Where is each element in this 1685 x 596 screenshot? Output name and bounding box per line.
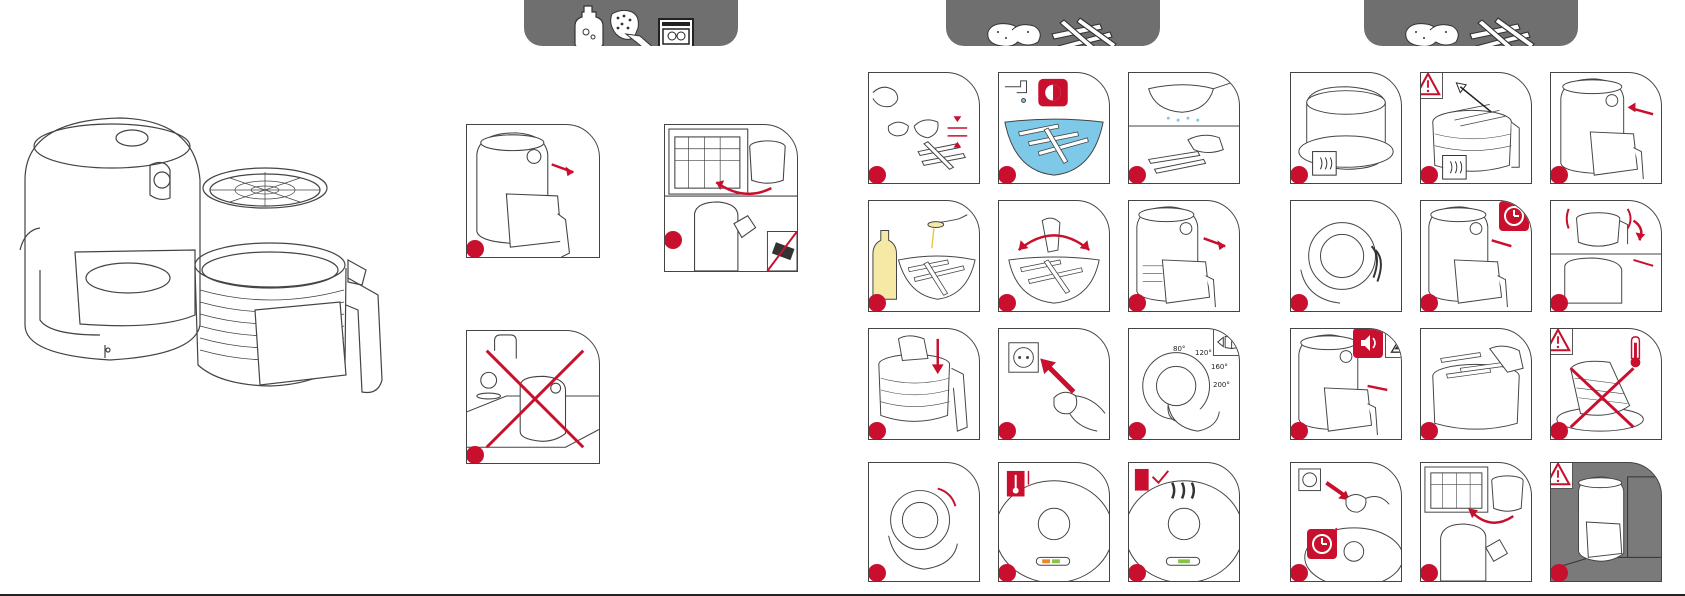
dishwasher-illustration — [665, 125, 797, 271]
dial-label-80: 80° — [1173, 345, 1185, 353]
cook-step-unplug-cool — [1290, 462, 1402, 582]
step-badge — [1550, 294, 1568, 312]
step-badge — [998, 294, 1016, 312]
prep-step-soak-in-water — [998, 72, 1110, 184]
prep-step-add-oil — [868, 200, 980, 312]
hourglass-icon — [1385, 328, 1402, 358]
cleaning-step-dishwasher-no-abrasive — [664, 124, 798, 272]
mix-illustration — [999, 201, 1109, 311]
step-badge — [466, 240, 484, 258]
cleaning-step-no-water-immersion — [466, 330, 600, 464]
sound-icon — [1353, 328, 1383, 358]
air-fryer-overview — [10, 110, 410, 430]
cook-step-open-drawer-timer — [1420, 200, 1532, 312]
hot-base-illustration — [1291, 73, 1401, 183]
cook-step-do-not-turn-upside-down — [1550, 328, 1662, 440]
step-badge — [868, 166, 886, 184]
prep-step-open-drawer — [1128, 200, 1240, 312]
timer-dial-illustration — [869, 463, 979, 581]
cook-step-shake-basket — [1550, 200, 1662, 312]
plug-in-illustration — [999, 329, 1109, 439]
dishwasher-illustration — [1421, 463, 1531, 581]
dial-label-200: 200° — [1213, 381, 1230, 389]
prep-step-peel-and-cut-potatoes — [868, 72, 980, 184]
cook-step-hot-basket-warning — [1420, 72, 1532, 184]
step-badge — [1128, 294, 1146, 312]
warning-icon — [1550, 328, 1573, 355]
step-badge — [1420, 294, 1438, 312]
cook-step-store-away — [1550, 462, 1662, 582]
prep-step-plug-in — [998, 328, 1110, 440]
fries-icon — [1468, 16, 1538, 46]
timer-icon — [1307, 529, 1337, 559]
shake-basket-illustration — [1551, 201, 1661, 311]
cook-step-beep-and-remove — [1290, 328, 1402, 440]
cooking-header-tab — [1364, 0, 1578, 46]
step-badge — [664, 231, 682, 249]
warning-icon — [1420, 72, 1443, 99]
step-badge — [1290, 564, 1308, 582]
prep-step-place-fries-in-basket — [868, 328, 980, 440]
prep-step-mix-fries — [998, 200, 1110, 312]
step-badge — [998, 166, 1016, 184]
heating-illustration — [999, 463, 1109, 581]
fresh-fries-header-tab — [946, 0, 1160, 46]
cook-step-dishwasher — [1420, 462, 1532, 582]
step-badge — [1550, 422, 1568, 440]
dishwasher-icon — [658, 18, 694, 46]
cook-step-set-timer — [1290, 200, 1402, 312]
set-timer-illustration — [1291, 201, 1401, 311]
add-oil-illustration — [869, 201, 979, 311]
potato-icon — [1402, 18, 1462, 46]
detergent-bottle-icon — [572, 4, 606, 46]
cleaning-header-tab — [524, 0, 738, 46]
prep-step-turn-timer — [868, 462, 980, 582]
no-water-illustration — [467, 331, 599, 463]
step-badge — [868, 422, 886, 440]
unplug-illustration — [1291, 463, 1401, 581]
cook-step-serve-fries — [1420, 328, 1532, 440]
step-badge — [1128, 422, 1146, 440]
step-badge — [998, 564, 1016, 582]
step-badge — [1290, 294, 1308, 312]
fries-icon — [1050, 16, 1120, 46]
sponge-icon — [606, 6, 656, 46]
step-badge — [1290, 422, 1308, 440]
step-badge — [998, 422, 1016, 440]
open-drawer-illustration — [1129, 201, 1239, 311]
soak-illustration — [999, 73, 1109, 183]
step-badge — [466, 446, 484, 464]
step-badge — [1128, 166, 1146, 184]
warning-icon — [1550, 462, 1573, 489]
step-badge — [1420, 564, 1438, 582]
cook-step-hot-base — [1290, 72, 1402, 184]
step-badge — [1420, 166, 1438, 184]
step-badge — [1550, 564, 1568, 582]
prep-step-ready-light — [1128, 462, 1240, 582]
drain-dry-illustration — [1129, 73, 1239, 183]
open-drawer-illustration — [467, 125, 599, 257]
cleaning-step-open-drawer — [466, 124, 600, 258]
ready-illustration — [1129, 463, 1239, 581]
prep-step-set-temperature: 80° 120° 160° 200° — [1128, 328, 1240, 440]
peel-cut-illustration — [869, 73, 979, 183]
step-badge — [868, 294, 886, 312]
prep-step-drain-and-dry — [1128, 72, 1240, 184]
prep-step-heating-light — [998, 462, 1110, 582]
timer-icon — [1499, 201, 1529, 231]
step-badge — [1128, 564, 1146, 582]
place-fries-illustration — [869, 329, 979, 439]
step-badge — [1420, 422, 1438, 440]
dial-label-160: 160° — [1211, 363, 1228, 371]
serve-fries-illustration — [1421, 329, 1531, 439]
cook-step-insert-drawer — [1550, 72, 1662, 184]
step-badge — [1550, 166, 1568, 184]
dial-label-120: 120° — [1195, 349, 1212, 357]
step-badge — [1290, 166, 1308, 184]
book-icon — [1213, 328, 1240, 356]
step-badge — [868, 564, 886, 582]
insert-drawer-illustration — [1551, 73, 1661, 183]
potato-icon — [984, 18, 1044, 46]
